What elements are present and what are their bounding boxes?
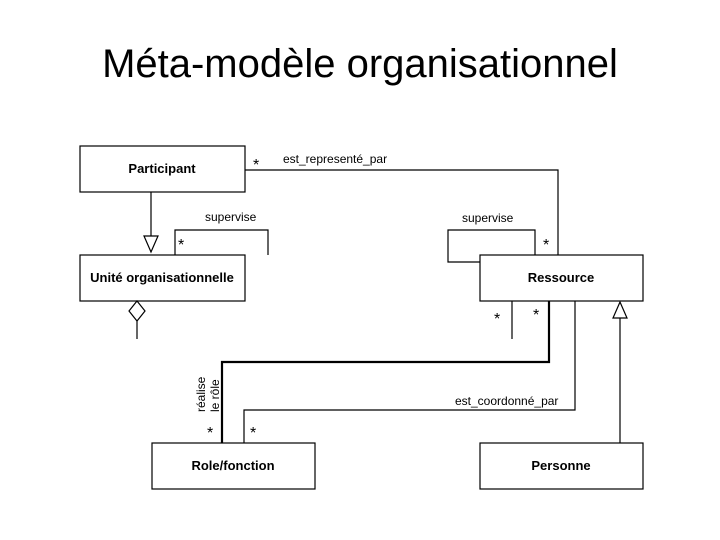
class-ressource-label: Ressource xyxy=(528,270,594,285)
aggregation-diamond xyxy=(128,300,146,322)
assoc-supervise-right-line xyxy=(447,229,536,263)
assoc-supervise-left-line xyxy=(174,229,269,255)
assoc-supervise-left-label: supervise xyxy=(205,210,257,224)
class-unite-organisationnelle[interactable]: Unité organisationnelle xyxy=(79,254,246,302)
class-role-fonction[interactable]: Role/fonction xyxy=(151,442,316,490)
mult-ressource-bottom-left-star: * xyxy=(494,311,500,328)
assoc-est-represente-par-line xyxy=(245,169,559,255)
class-ressource[interactable]: Ressource xyxy=(479,254,644,302)
assoc-est-coordonne-par-line xyxy=(243,301,576,443)
assoc-est-represente-par-label: est_representé_par xyxy=(283,152,387,166)
assoc-supervise-right-label: supervise xyxy=(462,211,514,225)
assoc-realise-label: réalise xyxy=(194,376,208,412)
mult-participant-star: * xyxy=(253,157,259,174)
generalization-personne-arrow xyxy=(612,300,628,319)
class-personne[interactable]: Personne xyxy=(479,442,644,490)
generalization-unite-arrow xyxy=(143,235,159,254)
class-role-label: Role/fonction xyxy=(191,458,274,473)
mult-ressource-bottom-right-star: * xyxy=(533,307,539,324)
mult-ressource-top-star: * xyxy=(543,237,549,254)
class-personne-label: Personne xyxy=(531,458,590,473)
class-unite-label: Unité organisationnelle xyxy=(90,270,234,285)
page-title: Méta-modèle organisationnel xyxy=(102,42,618,86)
assoc-est-coordonne-par-label: est_coordonné_par xyxy=(455,394,558,408)
mult-role-realise-star: * xyxy=(207,425,213,442)
mult-unite-supervise-star: * xyxy=(178,237,184,254)
class-participant-label: Participant xyxy=(128,161,196,176)
assoc-le-role-label: le rôle xyxy=(208,379,222,412)
assoc-realise-le-role-line xyxy=(220,301,551,443)
class-participant[interactable]: Participant xyxy=(79,145,246,193)
mult-role-coordonne-star: * xyxy=(250,425,256,442)
